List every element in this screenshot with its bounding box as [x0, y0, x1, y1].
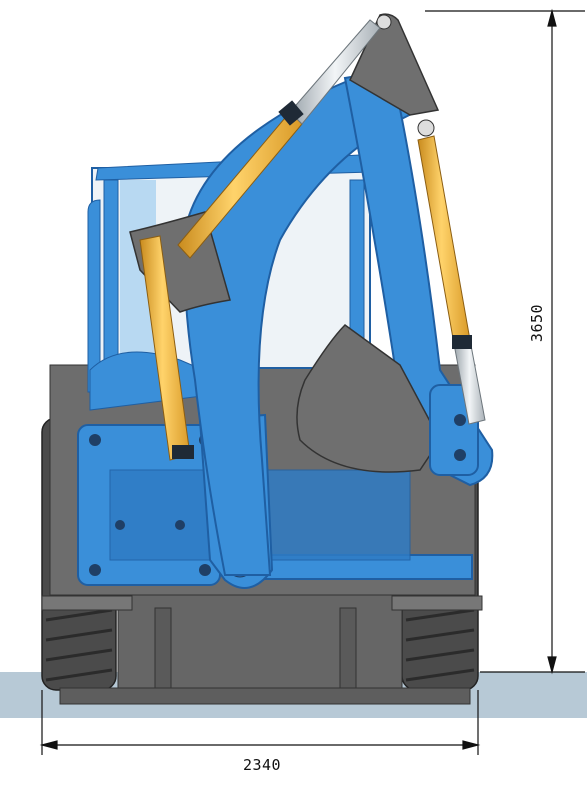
- boom-cylinder: [139, 235, 194, 461]
- dipper-arm: [343, 68, 494, 487]
- height-dimension-label: 3650: [528, 304, 546, 342]
- dipper-cylinder: [177, 19, 381, 259]
- width-dimension: [39, 690, 481, 755]
- bucket-cylinder: [417, 119, 486, 425]
- width-dimension-label: 2340: [243, 756, 281, 774]
- boom-knuckle: [349, 13, 440, 116]
- bucket: [296, 324, 441, 473]
- height-dimension: [425, 8, 585, 675]
